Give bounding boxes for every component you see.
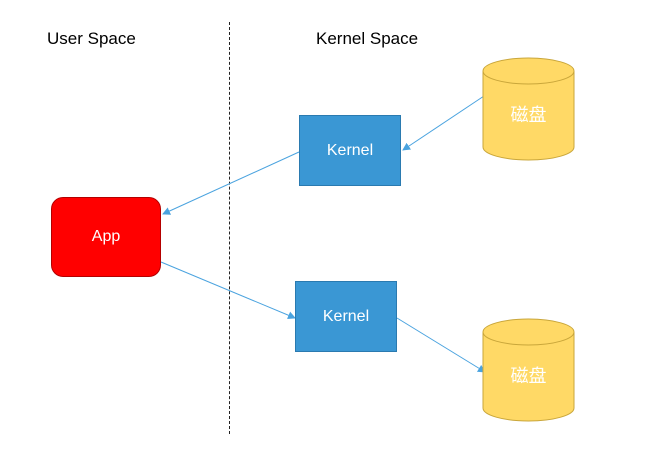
disk-cylinder-icon	[482, 318, 575, 422]
space-divider	[229, 22, 230, 434]
app-box: App	[51, 197, 161, 277]
disk-bottom: 磁盘	[482, 318, 575, 422]
arrow-disk-to-kernel	[402, 95, 485, 151]
kernel-box-bottom: Kernel	[295, 281, 397, 352]
disk-cylinder-icon	[482, 57, 575, 161]
disk-top: 磁盘	[482, 57, 575, 161]
kernel-space-label: Kernel Space	[316, 29, 419, 48]
disk-top-label: 磁盘	[510, 105, 547, 126]
kernel-bottom-label: Kernel	[322, 307, 370, 325]
user-space-label: User Space	[47, 29, 136, 48]
arrow-kernel-to-app	[162, 151, 300, 215]
app-label: App	[91, 228, 121, 245]
disk-bottom-label: 磁盘	[510, 366, 547, 387]
kernel-box-top: Kernel	[299, 115, 401, 186]
arrow-app-to-kernel	[160, 261, 296, 319]
kernel-top-label: Kernel	[326, 141, 374, 159]
arrow-kernel-to-disk	[396, 317, 486, 373]
